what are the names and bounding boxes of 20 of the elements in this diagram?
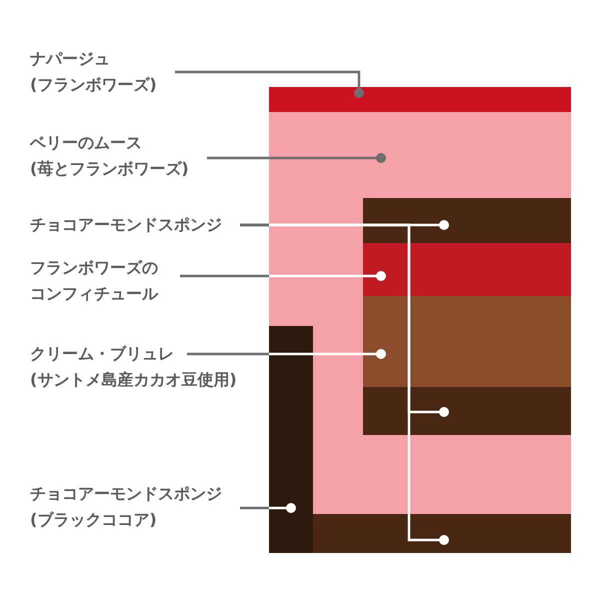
layer-label: チョコアーモンドスポンジ (ブラックココア): [30, 481, 235, 533]
leader-line: [175, 70, 364, 98]
leader-line: [240, 224, 449, 545]
cake-layer: [269, 112, 571, 553]
leader-line: [187, 349, 386, 359]
leader-line: [207, 153, 386, 163]
cake-layer: [313, 514, 571, 553]
layer-label: ベリーのムース (苺とフランボワーズ): [30, 130, 215, 182]
layer-label: クリーム・ブリュレ (サントメ島産カカオ豆使用): [30, 341, 255, 393]
cake-layer: [269, 87, 571, 112]
cake-layer: [363, 198, 571, 243]
leader-line: [240, 503, 296, 513]
cake-layer: [363, 243, 571, 296]
cake-layer: [363, 387, 571, 435]
layer-label: フランボワーズのコンフィチュール: [30, 255, 166, 307]
layer-label: チョコアーモンドスポンジ: [30, 212, 245, 238]
cake-layer: [363, 296, 571, 387]
cake-layer: [269, 326, 313, 553]
leader-line: [180, 271, 386, 281]
layer-label: ナパージュ (フランボワーズ): [30, 46, 180, 98]
